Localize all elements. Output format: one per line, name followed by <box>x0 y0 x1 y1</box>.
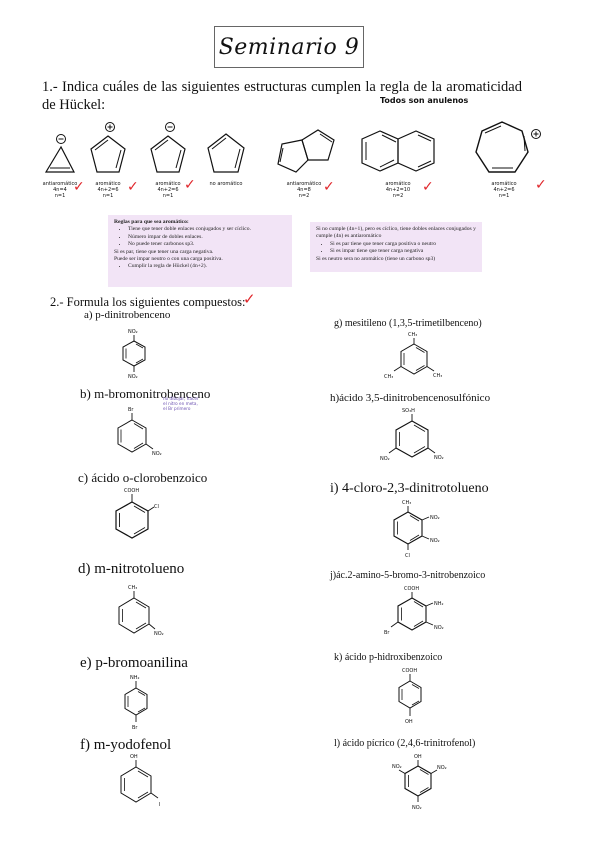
svg-text:CH₃: CH₃ <box>128 585 137 591</box>
svg-text:OH: OH <box>130 754 138 760</box>
rule-item: Si es impar tiene que tener carga negati… <box>330 248 476 255</box>
structure-7-checkmark: ✓ <box>535 177 547 193</box>
question-2-checkmark: ✓ <box>243 290 256 308</box>
svg-text:NO₂: NO₂ <box>434 625 444 631</box>
chloro-dinitrotoluene-structure: CH₃ NO₂ NO₂ Cl <box>393 500 440 559</box>
svg-text:CH₃: CH₃ <box>384 374 393 380</box>
compound-f-label: f) m-yodofenol <box>80 737 172 753</box>
svg-text:NO₂: NO₂ <box>392 764 402 770</box>
rule-line: Puede ser impar neutro o con una carga p… <box>114 256 223 263</box>
compound-b-note: no dibujar, hacer el nitro en meta, el B… <box>163 396 199 411</box>
svg-text:NH₂: NH₂ <box>130 675 140 681</box>
aromatic-rules-box: Reglas para que sea aromático: Tiene que… <box>108 215 292 287</box>
compound-j-label: j)ác.2-amino-5-bromo-3-nitrobenzoico <box>330 570 486 581</box>
naphthalene-structure <box>361 130 435 172</box>
svg-text:NO₂: NO₂ <box>412 805 422 811</box>
dinitrobenzenesulfonic-acid-structure: SO₃H NO₂ NO₂ <box>380 408 444 462</box>
svg-text:NO₂: NO₂ <box>128 329 138 335</box>
page-title: Seminario 9 <box>214 26 364 68</box>
cyclopropenyl-anion-structure <box>44 134 75 173</box>
rule-line: Si no cumple (4n+1), pero es cíclico, ti… <box>316 226 476 240</box>
svg-text:NO₂: NO₂ <box>380 456 390 462</box>
m-iodophenol-structure: OH I <box>120 754 160 808</box>
p-dinitrobenzene-structure: NO₂ NO₂ <box>122 329 146 380</box>
structure-6-checkmark: ✓ <box>422 179 434 195</box>
cyclopentadiene-structure <box>207 133 245 173</box>
m-nitrotoluene-structure: CH₃ NO₂ <box>118 585 164 637</box>
svg-text:CH₃: CH₃ <box>433 373 442 379</box>
structure-4-label: no aromático <box>209 181 243 187</box>
rule-item: Si es par tiene que tener carga positiva… <box>330 241 476 248</box>
tropylium-cation-structure <box>475 121 541 173</box>
mesitylene-structure: CH₃ CH₃ CH₃ <box>384 332 442 380</box>
svg-text:NO₂: NO₂ <box>152 451 162 457</box>
svg-text:NO₂: NO₂ <box>437 765 447 771</box>
svg-text:CH₃: CH₃ <box>408 332 417 338</box>
svg-text:NO₂: NO₂ <box>430 515 440 521</box>
compound-l-label: l) ácido pícrico (2,4,6-trinitrofenol) <box>334 738 476 749</box>
compound-h-label: h)ácido 3,5-dinitrobencenosulfónico <box>330 392 491 404</box>
svg-text:Br: Br <box>384 630 390 636</box>
svg-text:NO₂: NO₂ <box>434 455 444 461</box>
svg-text:SO₃H: SO₃H <box>402 408 415 414</box>
rule-item: Número impar de dobles enlaces. <box>128 234 286 241</box>
rule-line: Si es par, tiene que tener una carga neg… <box>114 248 214 255</box>
svg-text:Cl: Cl <box>405 553 410 559</box>
svg-text:NO₂: NO₂ <box>128 374 138 380</box>
question-1-text: 1.- Indica cuáles de las siguientes estr… <box>42 79 522 113</box>
compound-a-label: a) p-dinitrobenceno <box>84 309 171 321</box>
p-hydroxybenzoic-acid-structure: COOH OH <box>398 668 422 725</box>
cyclopentadienyl-cation-structure <box>90 122 126 173</box>
svg-text:NO₂: NO₂ <box>430 538 440 544</box>
rule-item: No puede tener carbonos sp3. <box>128 241 286 248</box>
svg-text:NH₂: NH₂ <box>434 601 444 607</box>
rule-line: Si es neutro sera no aromático (tiene un… <box>316 255 436 262</box>
compound-d-label: d) m-nitrotolueno <box>78 561 185 577</box>
cyclopentadienyl-anion-structure <box>150 122 186 173</box>
compound-i-label: i) 4-cloro-2,3-dinitrotolueno <box>330 481 489 496</box>
rules-heading: Reglas para que sea aromático: <box>114 219 189 225</box>
o-chlorobenzoic-acid-structure: COOH Cl <box>115 488 159 539</box>
amino-bromo-nitrobenzoic-acid-structure: COOH NH₂ NO₂ Br <box>384 586 444 636</box>
svg-text:NO₂: NO₂ <box>154 631 164 637</box>
compound-e-label: e) p-bromoanilina <box>80 655 188 671</box>
svg-text:COOH: COOH <box>404 586 419 592</box>
structure-1-checkmark: ✓ <box>73 179 85 195</box>
svg-text:OH: OH <box>405 719 413 725</box>
rule-item: Cumplir la regla de Hückel (4n+2). <box>128 263 286 270</box>
svg-text:COOH: COOH <box>402 668 417 674</box>
m-bromonitrobenzene-structure: Br NO₂ <box>117 407 162 457</box>
svg-text:COOH: COOH <box>124 488 139 494</box>
question-2-text: 2.- Formula los siguientes compuestos: <box>50 295 246 309</box>
compound-c-label: c) ácido o-clorobenzoico <box>78 470 208 485</box>
svg-text:Br: Br <box>128 407 134 413</box>
structure-3-checkmark: ✓ <box>184 177 196 193</box>
compound-b-label: b) m-bromonitrobenceno <box>80 386 211 401</box>
structure-5-checkmark: ✓ <box>323 179 335 195</box>
pentalene-structure <box>277 129 335 173</box>
svg-text:CH₃: CH₃ <box>402 500 411 506</box>
compound-k-label: k) ácido p-hidroxibenzoico <box>334 652 443 663</box>
structure-2-checkmark: ✓ <box>127 179 139 195</box>
svg-text:Br: Br <box>132 725 138 731</box>
p-bromoaniline-structure: NH₂ Br <box>124 675 148 731</box>
svg-text:I: I <box>159 802 160 808</box>
compound-g-label: g) mesitileno (1,3,5-trimetilbenceno) <box>334 318 482 329</box>
svg-text:Cl: Cl <box>154 504 159 510</box>
antiaromatic-rules-box: Si no cumple (4n+1), pero es cíclico, ti… <box>310 222 482 272</box>
picric-acid-structure: OH NO₂ NO₂ NO₂ <box>392 754 447 811</box>
annulene-note: Todos son anulenos <box>380 96 469 105</box>
svg-text:OH: OH <box>414 754 422 760</box>
rule-item: Tiene que tener doble enlaces conjugados… <box>128 226 286 233</box>
